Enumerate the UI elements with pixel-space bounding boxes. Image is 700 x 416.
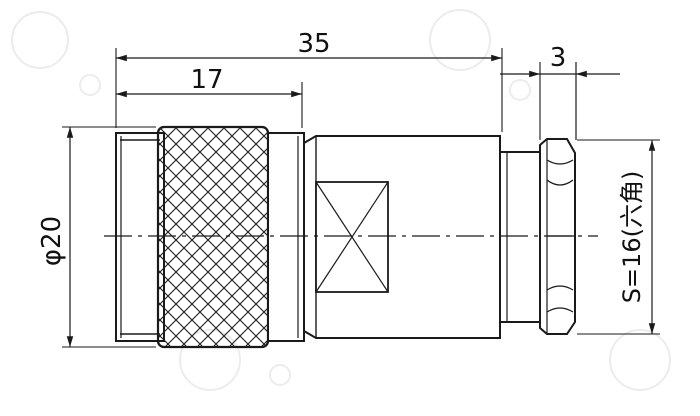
- dim-text-overall-length: 35: [297, 29, 330, 59]
- body-neck: [499, 151, 541, 323]
- dim-text-diameter: φ20: [37, 216, 67, 266]
- front-cap: [115, 132, 165, 342]
- dim-text-knurl-length: 17: [190, 65, 223, 95]
- dim-text-hex-size: S=16(六角): [618, 171, 646, 304]
- knurled-coupling-nut: [156, 125, 270, 349]
- connector-body: [303, 135, 501, 339]
- dim-text-nut-width: 3: [550, 43, 567, 73]
- coupling-ring: [267, 132, 305, 342]
- dimension-lines: [66, 54, 656, 347]
- extension-lines: [62, 48, 660, 348]
